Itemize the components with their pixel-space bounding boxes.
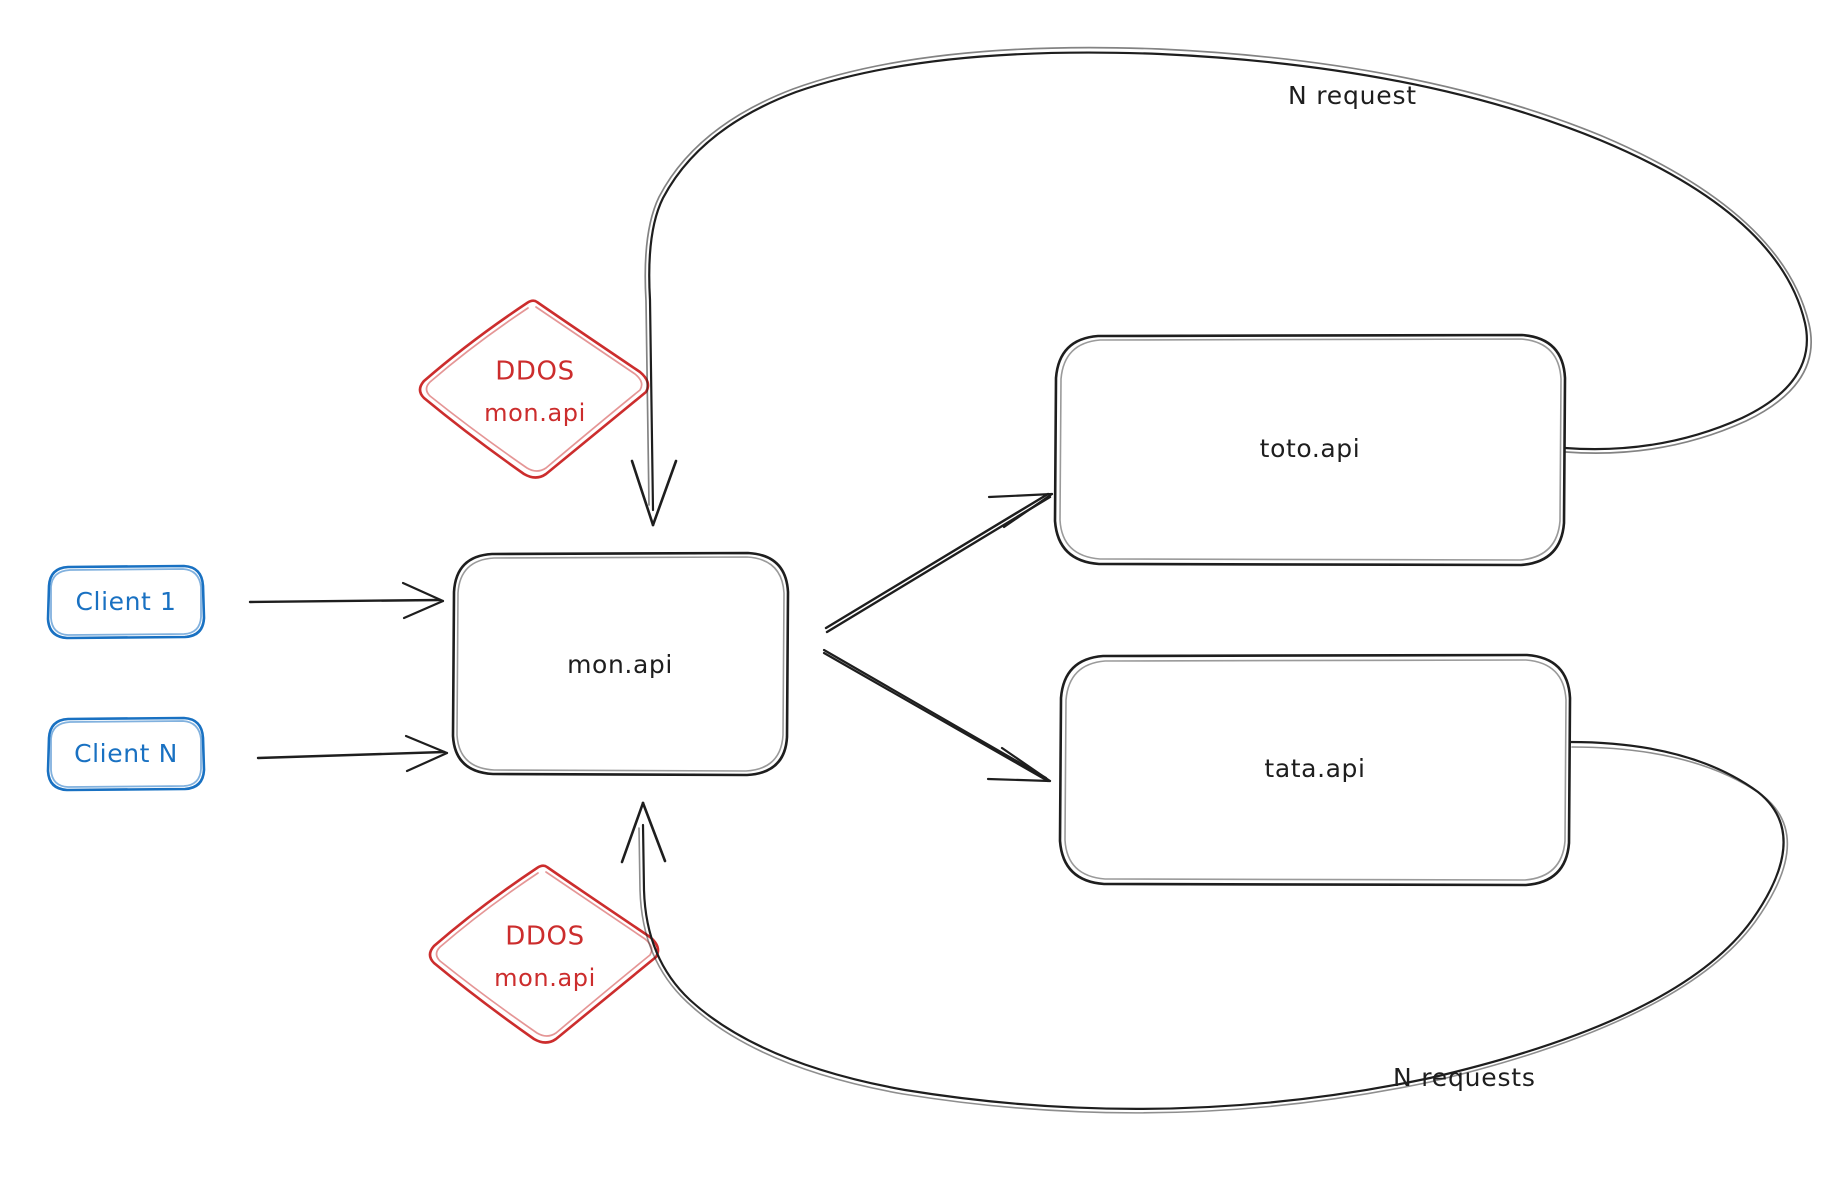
node-label-ddos-top-target: mon.api [484,399,586,427]
edge-label-n-requests-bottom: N requests [1393,1063,1536,1092]
node-label-mon-api: mon.api [567,650,673,679]
node-label-ddos-bottom-title: DDOS [505,922,584,952]
edge-tata-api-feedback-to-mon-api: N requests [620,740,1789,1114]
node-tata-api[interactable]: tata.api [1058,653,1572,887]
node-toto-api[interactable]: toto.api [1053,333,1567,567]
node-client-n[interactable]: Client N [46,716,206,792]
node-label-client-1: Client 1 [75,587,176,616]
edge-toto-api-feedback-to-mon-api: N request [630,46,1812,527]
node-label-ddos-top-title: DDOS [495,357,574,387]
node-client-1[interactable]: Client 1 [46,564,206,640]
node-label-ddos-bottom-target: mon.api [494,964,596,992]
node-mon-api[interactable]: mon.api [451,551,790,777]
node-ddos-bottom[interactable]: DDOS mon.api [428,864,660,1044]
edge-client-n-to-mon-api [256,734,449,773]
node-label-client-n: Client N [74,739,178,768]
edge-label-n-request-top: N request [1288,81,1417,110]
edge-client-1-to-mon-api [248,581,445,620]
edge-mon-api-to-toto-api [824,492,1054,634]
node-ddos-top[interactable]: DDOS mon.api [418,299,650,479]
node-label-toto-api: toto.api [1260,434,1361,463]
edge-mon-api-to-tata-api [822,648,1052,783]
node-label-tata-api: tata.api [1264,754,1365,783]
